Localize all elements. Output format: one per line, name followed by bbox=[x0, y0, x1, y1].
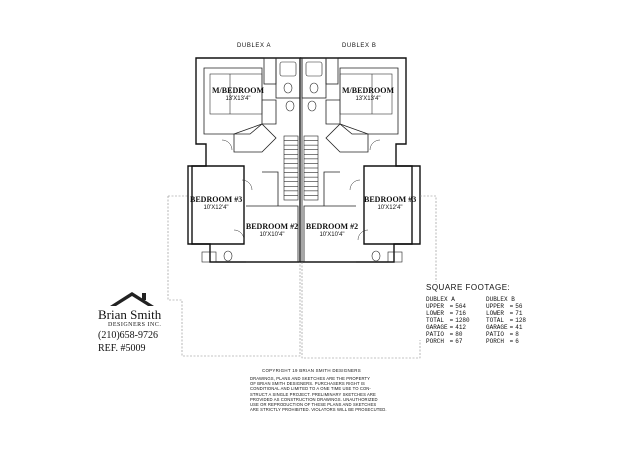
sqft-value: 716 bbox=[455, 310, 467, 317]
sqft-equals: = bbox=[509, 331, 514, 338]
room-dims-a-master: 13'X13'4" bbox=[225, 96, 251, 102]
brand-logo: Brian Smith DESIGNERS INC. (210)658-9726… bbox=[96, 288, 168, 356]
sqft-value: 67 bbox=[455, 338, 463, 345]
room-label-b-bedroom2: BEDROOM #2 bbox=[305, 222, 359, 231]
stair-treads-a bbox=[284, 140, 298, 196]
square-footage-title: SQUARE FOOTAGE: bbox=[426, 284, 511, 292]
sqft-row: GARAGE=41 bbox=[486, 324, 528, 331]
room-dims-b-bedroom3: 10'X12'4" bbox=[377, 205, 403, 211]
sqft-equals: = bbox=[509, 310, 514, 317]
interior-walls bbox=[203, 57, 399, 263]
staircase bbox=[283, 135, 319, 201]
sqft-row: LOWER =71 bbox=[486, 310, 528, 317]
unit-a-title: DUBLEX A bbox=[237, 43, 272, 49]
sqft-value: 128 bbox=[515, 317, 527, 324]
sqft-equals: = bbox=[509, 324, 514, 331]
disclaimer-line: ARE STRICTLY PROHIBITED. VIOLATORS WILL … bbox=[250, 407, 387, 413]
sqft-row: PATIO =80 bbox=[426, 331, 472, 338]
bathroom-fixtures bbox=[201, 61, 403, 263]
unit-b-title: DUBLEX B bbox=[342, 43, 377, 49]
sqft-label: GARAGE bbox=[486, 324, 508, 331]
sqft-label: LOWER bbox=[486, 310, 505, 317]
sqft-equals: = bbox=[509, 317, 514, 324]
sqft-label: TOTAL bbox=[426, 317, 445, 324]
room-label-a-master: M/BEDROOM bbox=[212, 86, 264, 95]
room-label-a-bedroom2: BEDROOM #2 bbox=[245, 222, 299, 231]
disclaimer-line: PROVIDED AS CONSTRUCTION DRAWINGS. UNAUT… bbox=[250, 396, 378, 402]
sqft-value: 8 bbox=[515, 331, 519, 338]
sqft-row: LOWER =716 bbox=[426, 310, 472, 317]
copyright-line: COPYRIGHT 19 BRIAN SMITH DESIGNERS bbox=[262, 368, 361, 373]
sqft-equals: = bbox=[509, 303, 514, 310]
brand-name: Brian Smith bbox=[98, 307, 162, 322]
sqft-label: UPPER bbox=[426, 303, 445, 310]
sqft-row: PATIO =8 bbox=[486, 331, 528, 338]
brand-sub: DESIGNERS INC. bbox=[108, 322, 162, 328]
lower-level-outlines bbox=[167, 195, 437, 359]
col-a-heading: DUBLEX A bbox=[426, 296, 455, 303]
room-label-a-bedroom3: BEDROOM #3 bbox=[190, 195, 243, 204]
brand-phone: (210)658-9726 bbox=[98, 330, 158, 341]
sqft-value: 412 bbox=[455, 324, 467, 331]
sqft-row: TOTAL =128 bbox=[486, 317, 528, 324]
sqft-value: 71 bbox=[515, 310, 523, 317]
sqft-row: TOTAL =1280 bbox=[426, 317, 472, 324]
sqft-row: UPPER =564 bbox=[426, 303, 472, 310]
sqft-row: PORCH =6 bbox=[486, 338, 528, 345]
room-dims-a-bedroom2: 10'X10'4" bbox=[259, 232, 285, 238]
sqft-value: 564 bbox=[455, 303, 467, 310]
sqft-row: PORCH =67 bbox=[426, 338, 472, 345]
sqft-equals: = bbox=[449, 310, 454, 317]
sqft-equals: = bbox=[509, 338, 514, 345]
disclaimer-line: STRUCT A SINGLE PROJECT. PRELIMINARY SKE… bbox=[250, 391, 376, 397]
sqft-label: GARAGE bbox=[426, 324, 448, 331]
sqft-value: 1280 bbox=[455, 317, 470, 324]
disclaimer-line: OF BRIAN SMITH DESIGNERS. PURCHASERS RIG… bbox=[250, 381, 365, 387]
house-roof-icon bbox=[110, 292, 154, 306]
stair-treads-b bbox=[304, 140, 318, 196]
sqft-equals: = bbox=[449, 303, 454, 310]
sqft-value: 6 bbox=[515, 338, 519, 345]
sqft-equals: = bbox=[449, 331, 454, 338]
disclaimer: DRAWINGS, PLANS AND SKETCHES ARE THE PRO… bbox=[250, 376, 410, 412]
sqft-label: PATIO bbox=[486, 331, 505, 338]
sqft-label: PORCH bbox=[486, 338, 505, 345]
sqft-equals: = bbox=[449, 338, 454, 345]
unit-a-bedroom3-walls bbox=[187, 165, 245, 245]
room-label-b-master: M/BEDROOM bbox=[342, 86, 394, 95]
room-dims-a-bedroom3: 10'X12'4" bbox=[203, 205, 229, 211]
room-label-b-bedroom3: BEDROOM #3 bbox=[364, 195, 417, 204]
sqft-label: PORCH bbox=[426, 338, 445, 345]
sqft-equals: = bbox=[449, 317, 454, 324]
disclaimer-line: USE OR REPRODUCTION OF THESE PLANS AND S… bbox=[250, 402, 377, 408]
sqft-label: LOWER bbox=[426, 310, 445, 317]
sqft-label: PATIO bbox=[426, 331, 445, 338]
sqft-equals: = bbox=[449, 324, 454, 331]
door-swings bbox=[221, 139, 381, 241]
sqft-label: TOTAL bbox=[486, 317, 505, 324]
sqft-row: GARAGE=412 bbox=[426, 324, 472, 331]
sqft-value: 41 bbox=[515, 324, 523, 331]
sqft-value: 56 bbox=[515, 303, 523, 310]
sqft-label: UPPER bbox=[486, 303, 505, 310]
brand-ref: REF. #5009 bbox=[98, 343, 146, 354]
disclaimer-line: CONDITIONAL AND LIMITED TO A ONE TIME US… bbox=[250, 386, 371, 392]
sqft-row: UPPER =56 bbox=[486, 303, 528, 310]
room-dims-b-master: 13'X13'4" bbox=[355, 96, 381, 102]
col-b-heading: DUBLEX B bbox=[486, 296, 515, 303]
unit-b-bedroom3-walls bbox=[363, 165, 421, 245]
disclaimer-line: DRAWINGS, PLANS AND SKETCHES ARE THE PRO… bbox=[250, 376, 371, 381]
bed-symbols bbox=[209, 73, 393, 115]
sqft-value: 80 bbox=[455, 331, 463, 338]
room-dims-b-bedroom2: 10'X10'4" bbox=[319, 232, 345, 238]
